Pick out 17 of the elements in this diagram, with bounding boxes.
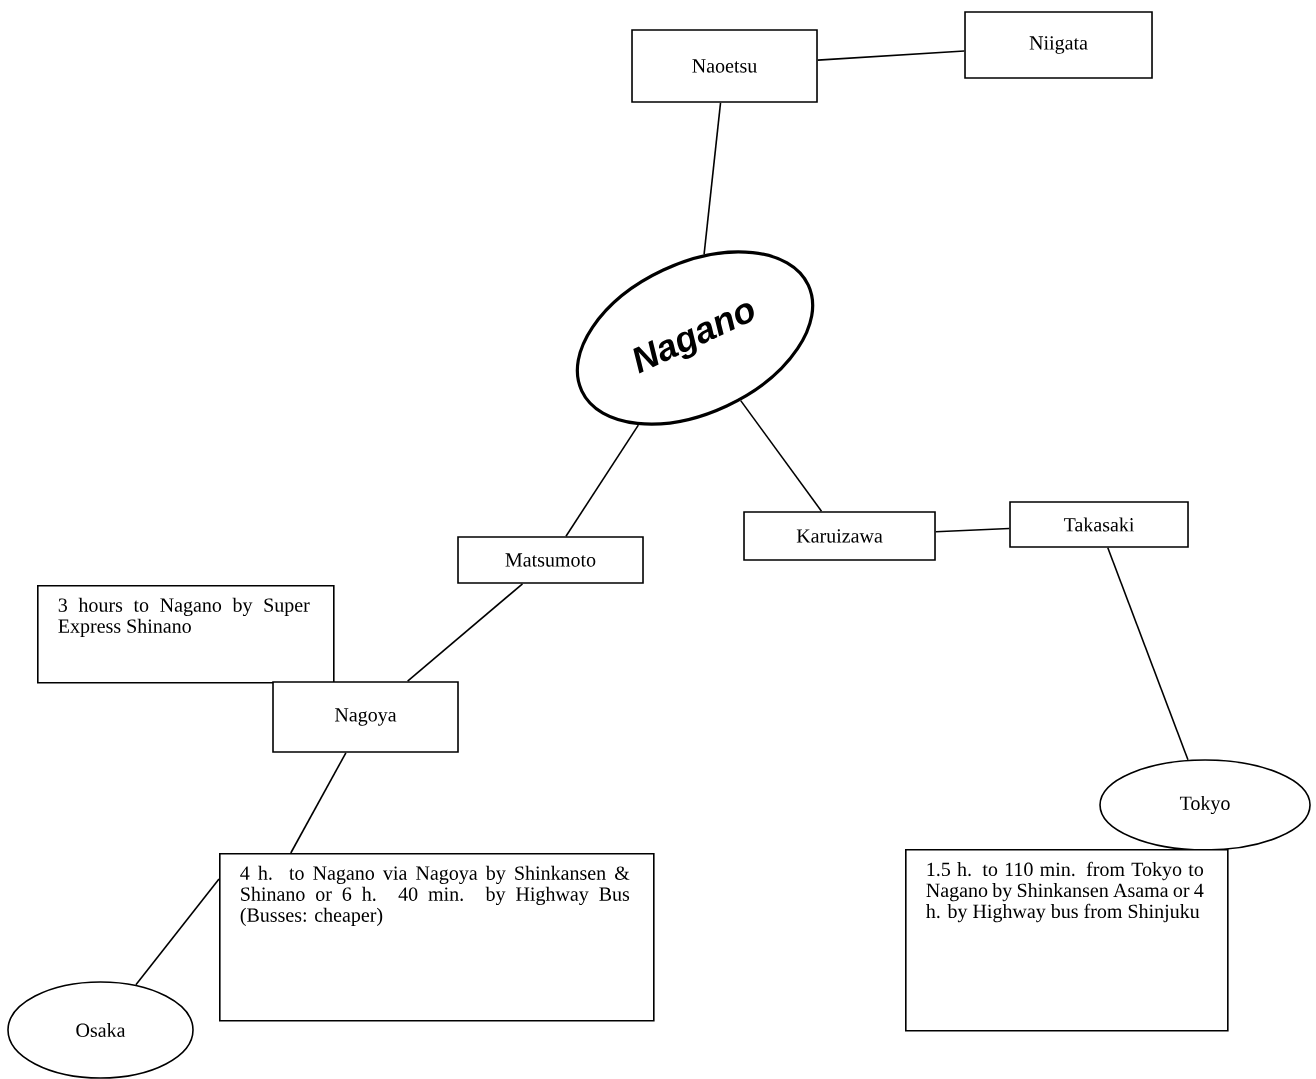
connector-line <box>565 424 640 537</box>
connector-line <box>290 752 347 854</box>
place-box: Karuizawa <box>743 511 936 561</box>
place-box: Naoetsu <box>631 29 818 103</box>
place-box: Niigata <box>964 11 1153 79</box>
place-box: Nagoya <box>272 681 459 753</box>
connector-line <box>739 399 823 512</box>
connector-line <box>935 527 1010 533</box>
connector-line <box>1107 547 1189 761</box>
connector-line <box>406 583 524 682</box>
place-box: Takasaki <box>1009 501 1189 548</box>
place-box: Matsumoto <box>457 536 644 584</box>
connector-line <box>135 878 220 986</box>
connector-line <box>703 102 722 256</box>
place-box: 4 h. to Nagano via Nagoya by Shinkansen & Shinano or 6 h. 40 min. by Highway Bus (Busses: cheaper) <box>219 853 655 1022</box>
place-box: 1.5 h. to 110 min. from Tokyo to Nagano by Shinkansen Asama or 4 h. by Highway bus from Shinjuku <box>905 849 1229 1032</box>
connector-line <box>817 50 965 61</box>
